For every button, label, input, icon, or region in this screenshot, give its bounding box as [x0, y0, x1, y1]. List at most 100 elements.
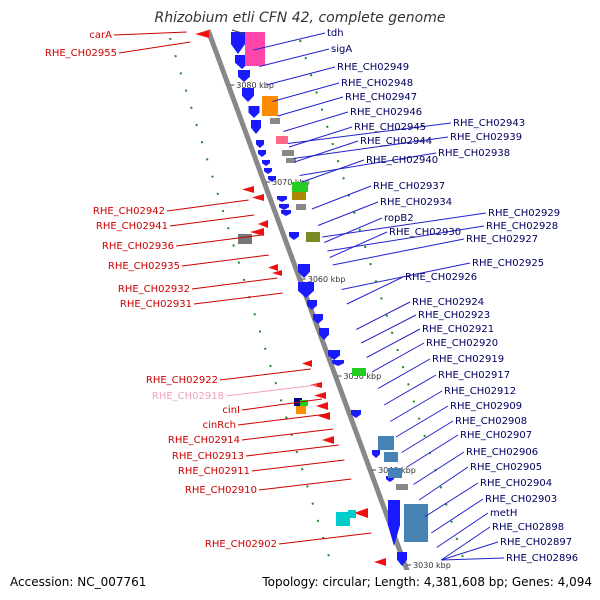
gene-arrow — [328, 350, 340, 360]
gene-block — [286, 158, 296, 163]
gene-arrow — [319, 328, 329, 340]
right-leader-line — [322, 212, 487, 238]
kbp-label: 3060 kbp — [308, 275, 346, 284]
right-leader-line — [293, 136, 449, 159]
gene-arrow — [316, 402, 328, 410]
gene-label-left: RHE_CH02922 — [146, 375, 218, 386]
gene-arrow — [302, 360, 312, 367]
right-leader-line — [332, 238, 465, 266]
gene-label-left: RHE_CH02942 — [93, 206, 165, 217]
gene-label-right: RHE_CH02897 — [500, 537, 572, 548]
gene-arrow — [351, 410, 361, 418]
right-leader-line — [441, 557, 505, 561]
right-leader-line — [299, 152, 437, 176]
gene-arrow — [242, 186, 254, 193]
right-leader-line — [301, 159, 365, 183]
gene-arrow — [372, 450, 380, 458]
gene-label-right: RHE_CH02927 — [466, 234, 538, 245]
gene-label-right: RHE_CH02940 — [366, 155, 438, 166]
gene-label-right: RHE_CH02906 — [466, 447, 538, 458]
gene-arrow — [322, 436, 334, 444]
gene-label-right: RHE_CH02921 — [422, 324, 494, 335]
kbp-label: 3050 kbp — [343, 372, 381, 381]
gene-label-right: RHE_CH02919 — [432, 354, 504, 365]
gene-block — [388, 468, 402, 478]
gene-label-right: RHE_CH02896 — [506, 553, 578, 564]
gene-block — [336, 512, 350, 526]
left-leader-line — [251, 459, 345, 472]
gene-label-left: RHE_CH02931 — [120, 299, 192, 310]
right-leader-line — [440, 526, 491, 561]
gene-block — [262, 96, 278, 116]
left-leader-lines — [113, 31, 372, 545]
gene-label-right: RHE_CH02929 — [488, 208, 560, 219]
kbp-label: 3070 kbp — [272, 178, 310, 187]
gene-arrow — [289, 232, 299, 240]
gene-label-right: RHE_CH02905 — [470, 462, 542, 473]
gene-block — [276, 136, 288, 144]
gene-label-left: RHE_CH02914 — [168, 435, 240, 446]
gene-label-left: RHE_CH02918 — [152, 391, 224, 402]
gene-arrow — [268, 264, 278, 271]
gene-label-left: RHE_CH02911 — [178, 466, 250, 477]
gene-arrow — [332, 360, 344, 366]
map-title: Rhizobium etli CFN 42, complete genome — [155, 10, 446, 26]
gene-label-right: RHE_CH02923 — [418, 310, 490, 321]
gene-label-left: RHE_CH02910 — [185, 485, 257, 496]
gene-arrow — [250, 228, 264, 236]
gene-label-right: RHE_CH02909 — [450, 401, 522, 412]
gene-block — [245, 32, 265, 66]
gene-block — [404, 504, 428, 542]
gene-label-right: RHE_CH02943 — [453, 118, 525, 129]
gene-label-left: RHE_CH02902 — [205, 539, 277, 550]
right-leader-line — [361, 314, 417, 344]
gene-label-left: cinI — [222, 405, 240, 416]
left-leader-line — [219, 368, 311, 381]
left-leader-line — [191, 277, 278, 290]
gene-arrow — [262, 160, 270, 166]
gene-label-right: RHE_CH02926 — [405, 272, 477, 283]
right-leader-line — [311, 185, 372, 210]
right-leader-line — [441, 541, 499, 561]
gene-block — [282, 150, 294, 156]
gene-arrow — [251, 120, 261, 134]
gene-block — [300, 400, 308, 406]
left-leader-line — [166, 199, 249, 212]
right-leader-line — [294, 140, 359, 163]
gene-arrow — [258, 150, 266, 157]
gene-arrow — [258, 220, 268, 228]
kbp-label: 3080 kbp — [236, 81, 274, 90]
gene-label-right: sigA — [331, 44, 352, 55]
left-leader-line — [245, 444, 339, 457]
right-leader-line — [431, 498, 484, 534]
gene-block — [292, 192, 306, 200]
left-leader-line — [113, 31, 187, 36]
gene-arrow — [298, 282, 314, 298]
gene-label-right: tdh — [327, 28, 344, 39]
gene-arrow — [272, 270, 282, 276]
gene-label-right: RHE_CH02898 — [492, 522, 564, 533]
gene-arrow — [195, 30, 209, 38]
gene-block — [296, 204, 306, 210]
right-leader-line — [341, 262, 471, 290]
gene-label-right: RHE_CH02944 — [360, 136, 432, 147]
right-leader-line — [418, 466, 469, 501]
gene-label-right: RHE_CH02947 — [345, 92, 417, 103]
gene-label-left: cinRch — [203, 420, 236, 431]
gene-label-right: RHE_CH02939 — [450, 132, 522, 143]
gene-arrow — [248, 106, 260, 118]
gene-label-left: RHE_CH02936 — [102, 241, 174, 252]
gene-arrow — [277, 196, 287, 202]
right-leader-line — [259, 48, 330, 67]
gene-label-right: RHE_CH02945 — [354, 122, 426, 133]
right-leader-line — [413, 451, 465, 485]
right-leader-line — [277, 96, 344, 117]
gene-label-right: RHE_CH02934 — [380, 197, 452, 208]
right-leader-line — [371, 342, 425, 373]
right-leader-line — [272, 82, 340, 102]
right-leader-line — [436, 512, 489, 548]
gene-arrow — [256, 140, 264, 148]
right-leader-line — [288, 126, 353, 148]
topology-text: Topology: circular; Length: 4,381,608 bp… — [261, 575, 592, 589]
gene-label-left: RHE_CH02941 — [96, 221, 168, 232]
